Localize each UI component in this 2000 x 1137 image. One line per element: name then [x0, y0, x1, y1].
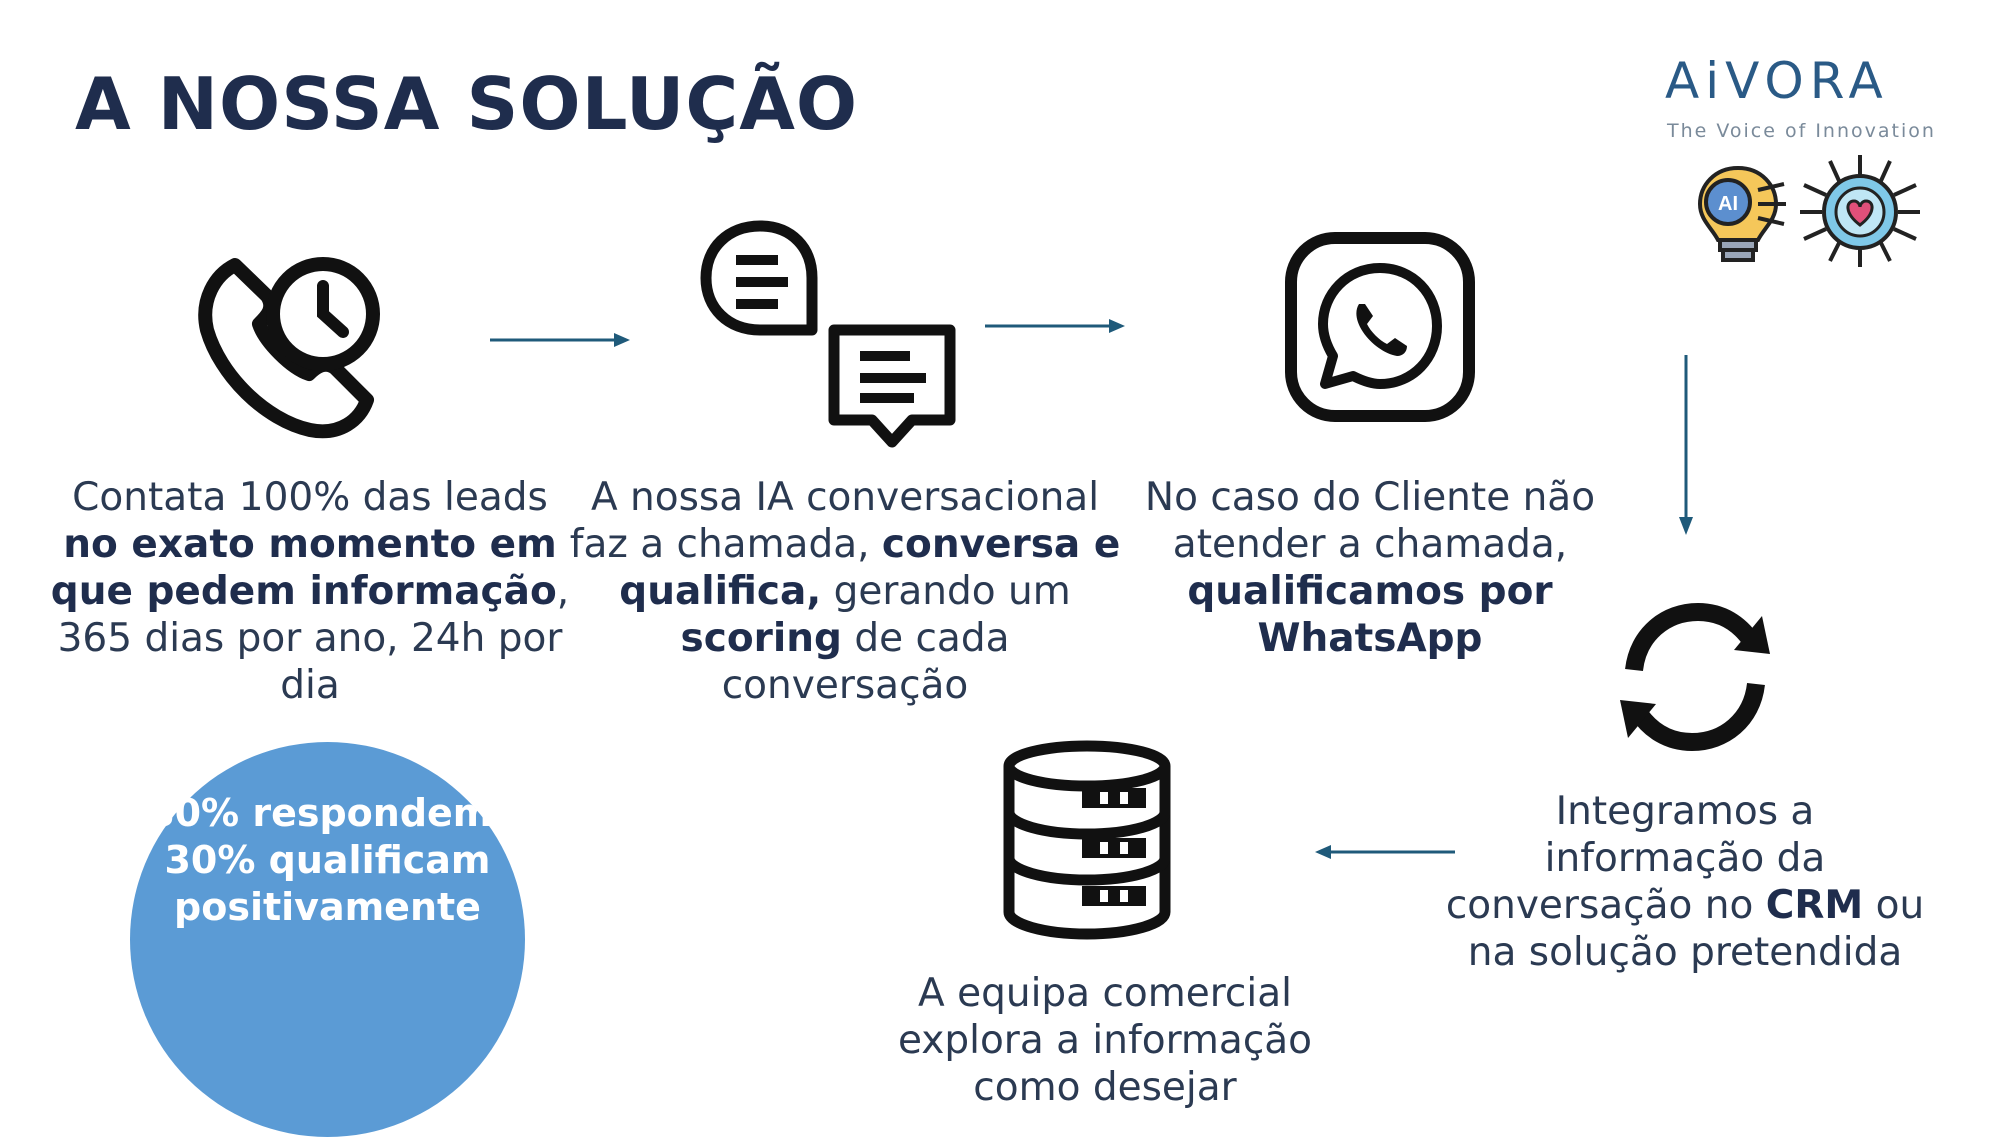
- logo-wordmark: AiVORA: [1665, 52, 1889, 110]
- chip-heart-icon: [1800, 155, 1920, 267]
- flow-arrow: [490, 333, 630, 347]
- sync-icon: [1620, 602, 1770, 752]
- phone-clock-icon: [198, 257, 380, 439]
- step-4-text: Integramos a informação da conversação n…: [1440, 788, 1930, 976]
- page-title: A NOSSA SOLUÇÃO: [75, 62, 859, 146]
- step-2-part-bold: conversa e qualifica,: [619, 522, 1121, 614]
- flow-arrow-left: [1315, 845, 1455, 859]
- chat-bubbles-icon: [700, 220, 956, 448]
- ai-lightbulb-icon: AI: [1697, 165, 1786, 262]
- step-5-part: A equipa comercial explora a informação …: [897, 971, 1313, 1110]
- step-4-part-bold: CRM: [1765, 883, 1864, 928]
- database-icon: [1003, 740, 1171, 940]
- flow-arrow: [985, 319, 1125, 333]
- step-5-text: A equipa comercial explora a informação …: [865, 970, 1345, 1111]
- ai-badge-text: AI: [1718, 193, 1738, 215]
- step-4-part: Integramos a informação da conversação n…: [1445, 789, 1826, 928]
- step-3-part: No caso do Cliente não atender a chamada…: [1144, 475, 1596, 567]
- step-2-part-bold: scoring: [680, 616, 842, 661]
- logo-tagline: The Voice of Innovation: [1667, 120, 1936, 142]
- step-1-part-bold: no exato momento em que pedem informação: [50, 522, 557, 614]
- step-3-text: No caso do Cliente não atender a chamada…: [1140, 474, 1600, 662]
- stat-circle: [130, 742, 525, 1137]
- stat-text: 80% respondem, 30% qualificam positivame…: [148, 791, 507, 929]
- step-2-part: de cada conversação: [721, 616, 1010, 708]
- step-4-part: ou na solução pretendida: [1467, 883, 1925, 975]
- step-2-part: gerando um: [821, 569, 1071, 614]
- step-1-text: Contata 100% das leads no exato momento …: [50, 474, 570, 709]
- flow-arrow-down: [1679, 355, 1693, 535]
- whatsapp-icon: [1285, 232, 1475, 422]
- step-2-part: A nossa IA conversacional faz a chamada,: [569, 475, 1100, 567]
- step-1-part: , 365 dias por ano, 24h por dia: [57, 569, 570, 708]
- step-2-text: A nossa IA conversacional faz a chamada,…: [565, 474, 1125, 709]
- step-1-part: Contata 100% das leads: [72, 475, 548, 520]
- step-3-part-bold: qualificamos por WhatsApp: [1187, 569, 1553, 661]
